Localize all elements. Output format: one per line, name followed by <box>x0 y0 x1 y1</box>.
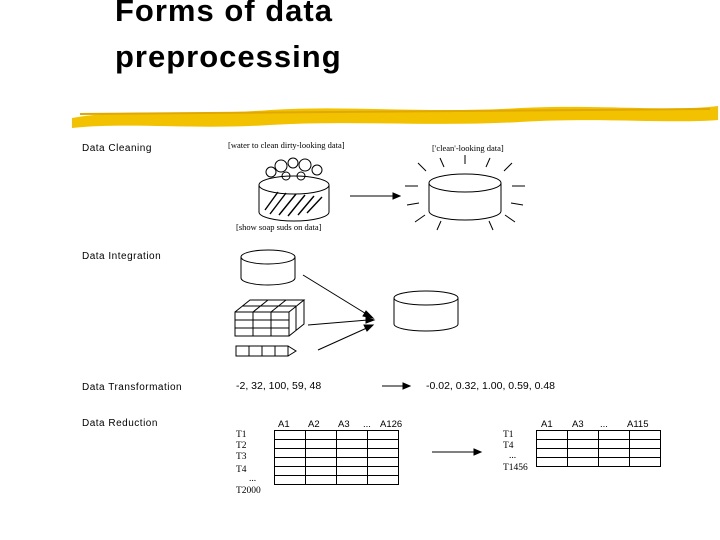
source-cylinder-icon <box>241 250 295 285</box>
left-row-label: T4 <box>236 465 247 475</box>
left-col-header: A3 <box>338 419 350 430</box>
left-row-label: ... <box>249 474 256 484</box>
right-col-header: A1 <box>541 419 553 430</box>
soap-bubbles-icon <box>266 158 322 180</box>
arrow-transformation <box>382 383 410 389</box>
dirty-data-cylinder-icon <box>259 176 329 221</box>
right-col-header: A3 <box>572 419 584 430</box>
reduced-data-table <box>536 430 661 467</box>
arrow-reduction <box>432 449 481 455</box>
data-cube-icon <box>235 300 304 336</box>
left-col-header: A1 <box>278 419 290 430</box>
values-after: -0.02, 0.32, 1.00, 0.59, 0.48 <box>426 380 555 392</box>
left-col-header: ... <box>363 419 371 430</box>
left-col-header: A2 <box>308 419 320 430</box>
right-row-label: T1 <box>503 430 514 440</box>
flat-table-icon <box>236 346 296 356</box>
integration-arrows <box>303 275 374 350</box>
left-row-label: T3 <box>236 452 247 462</box>
right-row-label: ... <box>509 451 516 461</box>
clean-data-cylinder-icon <box>429 174 501 220</box>
right-col-header: ... <box>600 419 608 430</box>
arrow-cleaning <box>350 193 400 199</box>
right-col-header: A115 <box>627 419 648 430</box>
original-data-table <box>274 430 399 485</box>
right-row-label: T1456 <box>503 463 528 473</box>
left-row-label: T1 <box>236 430 247 440</box>
right-row-label: T4 <box>503 441 514 451</box>
left-col-header: A126 <box>380 419 402 430</box>
integrated-cylinder-icon <box>394 291 458 331</box>
left-row-label: T2000 <box>236 486 261 496</box>
left-row-label: T2 <box>236 441 247 451</box>
values-before: -2, 32, 100, 59, 48 <box>236 380 321 392</box>
